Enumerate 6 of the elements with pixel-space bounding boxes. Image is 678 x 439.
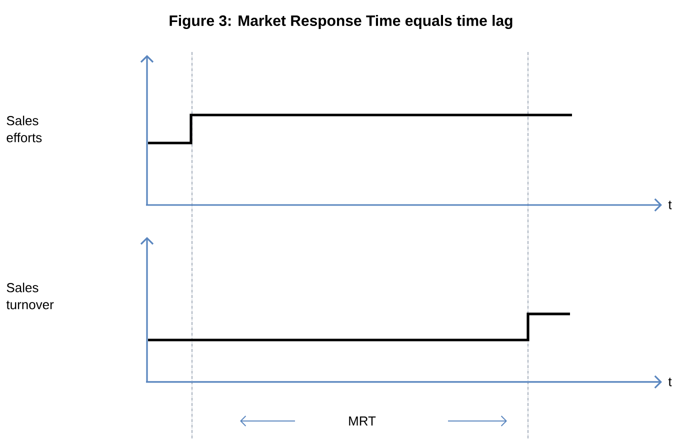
- axis-label: t: [668, 200, 672, 210]
- title: Figure 3: Market Response Time equals time lag: [170, 14, 512, 30]
- axis-label: t: [668, 378, 672, 386]
- dimension-label: MRT: [349, 416, 376, 426]
- axis-label: Sales turnover: [6, 282, 54, 310]
- axis-label: Sales efforts: [6, 116, 42, 142]
